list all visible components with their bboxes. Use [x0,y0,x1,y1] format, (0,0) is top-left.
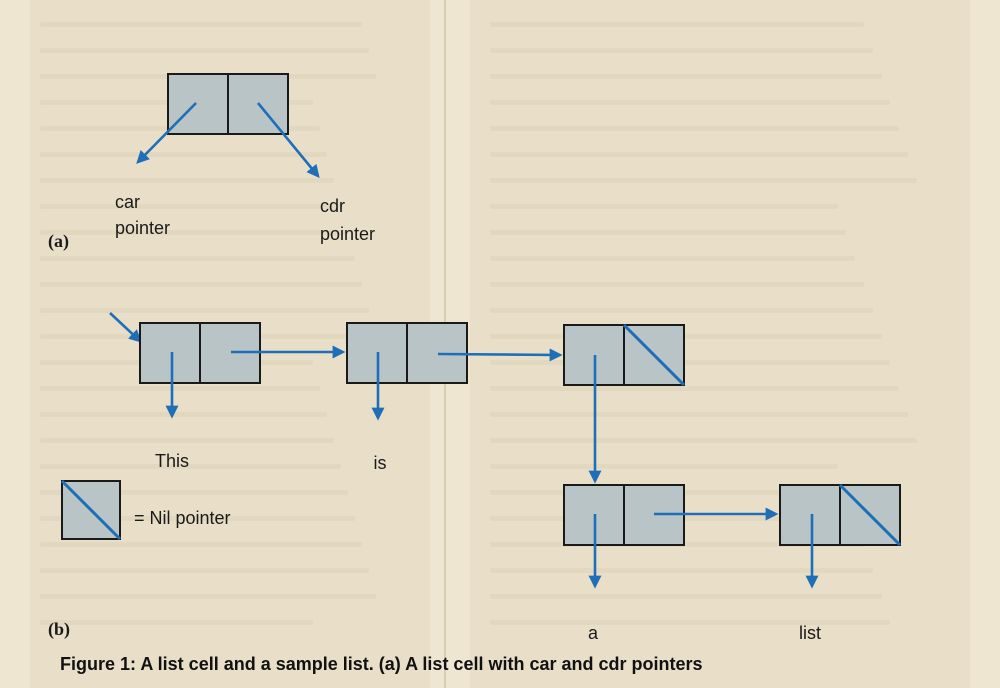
background-text-line [490,256,856,261]
word-this: This [155,451,189,471]
background-text-line [40,594,376,599]
list-cell-a [167,73,289,135]
background-text-column-right [470,0,970,688]
nil-slash [60,479,122,541]
background-text-line [490,48,873,53]
background-text-line [40,282,362,287]
background-text-line [40,542,362,547]
background-text-line [490,204,838,209]
background-text-line [40,256,355,261]
background-text-line [40,620,313,625]
nil-slash [622,323,686,387]
background-text-line [490,178,917,183]
background-text-line [40,438,334,443]
background-text-line [490,126,900,131]
background-text-line [40,230,348,235]
panel-a-tag: (a) [48,231,69,252]
list-cell-list [779,483,902,547]
background-text-line [40,412,327,417]
car-half [167,73,229,135]
background-text-line [40,48,369,53]
background-text-line [490,360,891,365]
background-text-line [40,178,334,183]
background-text-line [40,464,341,469]
background-text-line [490,74,882,79]
head-pointer-arrow [109,312,142,343]
cdr-label-pointer: pointer [320,224,375,244]
word-list: list [799,623,821,643]
nil-pointer-legend: = Nil pointer [60,479,231,541]
background-text-line [40,152,327,157]
cdr-arrow [256,102,320,179]
background-text-line [40,386,320,391]
car-arrow [136,102,197,164]
background-text-line [490,568,873,573]
background-text-line [490,282,864,287]
background-text-line [490,100,891,105]
background-text-line [40,568,369,573]
background-text-line [490,230,847,235]
legend-label: = Nil pointer [134,508,231,528]
background-text-line [40,516,355,521]
car-label-word: car [115,192,140,212]
background-text-line [490,620,891,625]
background-text-line [40,204,341,209]
list-cell-this [139,322,261,384]
cdr-label-word: cdr [320,196,345,216]
background-text-line [490,386,900,391]
cdr-half [406,322,468,384]
background-text-line [490,412,908,417]
car-half [139,322,201,384]
background-text-line [490,308,873,313]
background-text-line [40,490,348,495]
background-text-line [490,152,908,157]
background-text-line [40,22,362,27]
background-text-line [40,308,369,313]
car-label-pointer: pointer [115,218,170,238]
word-a: a [588,623,599,643]
word-is: is [374,453,387,473]
background-text-line [490,334,882,339]
list-cell-a-word [563,323,686,387]
panel-b-tag: (b) [48,619,70,640]
background-text-line [490,464,838,469]
background-text-line [490,594,882,599]
cdr-arrow-is-to-a [437,348,563,362]
nil-slash [838,483,902,547]
background-text-line [490,438,917,443]
background-text-line [490,22,864,27]
car-half [779,484,841,546]
figure-caption: Figure 1: A list cell and a sample list.… [60,654,703,674]
